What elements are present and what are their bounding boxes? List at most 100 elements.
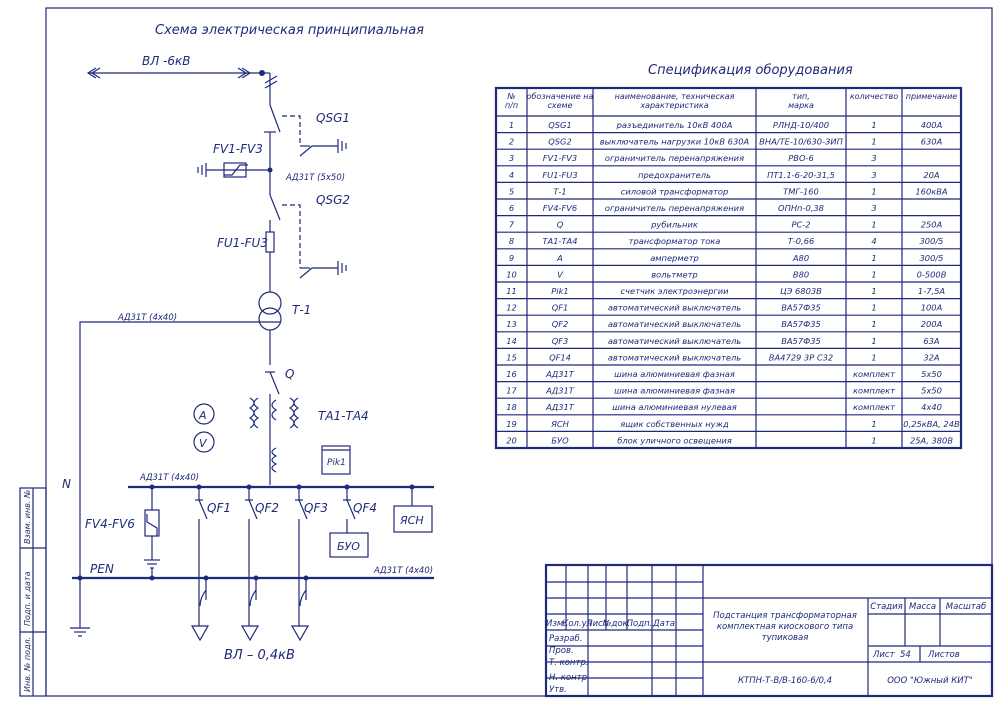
spec-cell: автоматический выключатель <box>608 336 741 346</box>
spec-cell: ВНА/ТЕ-10/630-ЗИП <box>759 137 843 147</box>
stamp-col-label: Дата <box>652 619 675 629</box>
spec-cell: 2 <box>509 137 514 147</box>
spec-cell: 1 <box>871 336 876 346</box>
spec-cell: 3 <box>871 170 876 180</box>
title-block: Изм.Кол.учЛист№док.Подп.ДатаРазраб.Пров.… <box>544 563 994 698</box>
cable-top-label: АД31Т (5х50) <box>285 173 345 183</box>
spec-cell: вольтметр <box>651 269 697 279</box>
spec-cell: 3 <box>871 203 876 213</box>
spec-cell: 1-7,5А <box>918 286 945 296</box>
spec-cell: Т-1 <box>553 186 566 196</box>
n-label: N <box>62 477 71 491</box>
spec-cell: 10 <box>506 269 517 279</box>
spec-title: Спецификация оборудования <box>648 63 853 78</box>
stamp-stage-label: Масса <box>909 602 936 612</box>
stamp-role: Т. контр. <box>549 658 589 668</box>
pen-label: PEN <box>90 562 114 576</box>
t1-label: Т-1 <box>292 303 311 317</box>
stamp-col-label: Кол.уч <box>562 619 591 629</box>
spec-cell: ЦЭ 6803В <box>780 286 822 296</box>
spec-cell: ЯСН <box>550 419 570 429</box>
spec-cell: 0-500В <box>917 269 947 279</box>
line-out-label: ВЛ – 0,4кВ <box>224 648 295 663</box>
spec-header: примечание <box>906 92 958 101</box>
qsg1-label: QSG1 <box>316 111 350 125</box>
spec-cell: счетчик электроэнергии <box>621 286 730 296</box>
spec-cell: 1 <box>871 253 876 263</box>
spec-cell: 5х50 <box>921 369 942 379</box>
qf4-breaker: QF4 БУО <box>329 487 377 558</box>
spec-header: п/п <box>505 101 518 110</box>
spec-cell: рубильник <box>650 220 698 230</box>
spec-cell: 250А <box>921 220 943 230</box>
pik-label: Pik1 <box>327 458 346 468</box>
spec-header: количество <box>850 92 898 101</box>
stamp-stage-label: Стадия <box>870 602 903 612</box>
spec-cell: 1 <box>509 120 514 130</box>
spec-cell: 9 <box>509 253 514 263</box>
pen-cable-label: АД31Т (4х40) <box>373 566 433 576</box>
spec-cell: 0,25кВА, 24В <box>903 419 960 429</box>
spec-cell: 3 <box>509 153 514 163</box>
energy-meter <box>321 445 351 475</box>
spec-cell: Pik1 <box>551 286 568 296</box>
spec-cell: комплект <box>853 369 896 379</box>
spec-cell: комплект <box>853 402 896 412</box>
spec-cell: 1 <box>871 286 876 296</box>
spec-cell: ящик собственных нужд <box>620 419 729 429</box>
spec-cell: 4х40 <box>921 402 942 412</box>
spec-cell: 300/5 <box>920 236 944 246</box>
stamp-role: Разраб. <box>549 634 582 644</box>
spec-cell: шина алюминиевая фазная <box>614 386 735 396</box>
qf1-breaker: QF1 <box>195 487 231 600</box>
spec-cell: ТМГ-160 <box>783 186 819 196</box>
spec-cell: 5х50 <box>921 386 942 396</box>
qf3-label: QF3 <box>304 501 328 515</box>
spec-cell: 12 <box>506 303 517 313</box>
qsg2-label: QSG2 <box>316 193 350 207</box>
spec-cell: автоматический выключатель <box>608 352 741 362</box>
spec-cell: БУО <box>551 435 569 445</box>
spec-cell: АД31Т <box>545 386 575 396</box>
fv46-branch: FV4-FV6 <box>85 487 160 569</box>
incoming-line: ВЛ -6кВ <box>86 54 265 79</box>
yasn-branch: ЯСН <box>393 487 433 533</box>
spec-cell: 1 <box>871 319 876 329</box>
side-label-replace: Взам. инв. № <box>23 490 32 544</box>
spec-cell: FV1-FV3 <box>543 153 577 163</box>
spec-cell: АД31Т <box>545 402 575 412</box>
spec-cell: ТА1-ТА4 <box>542 236 577 246</box>
spec-header: № <box>506 92 515 101</box>
spec-header: характеристика <box>639 101 708 110</box>
stamp-description: Подстанция трансформаторная <box>713 611 857 621</box>
side-label-inv: Инв. № подл. <box>23 637 32 692</box>
spec-cell: 20А <box>923 170 940 180</box>
qf1-label: QF1 <box>207 501 231 515</box>
spec-cell: 20 <box>506 435 517 445</box>
spec-cell: силовой трансформатор <box>621 186 728 196</box>
pen-bus: PEN АД31Т (4х40) <box>70 562 434 637</box>
scheme-title: Схема электрическая принципиальная <box>155 23 424 38</box>
spec-cell: 300/5 <box>920 253 944 263</box>
incoming-line-label: ВЛ -6кВ <box>142 54 191 68</box>
spec-cell: 1 <box>871 435 876 445</box>
spec-cell: 1 <box>871 220 876 230</box>
spec-cell: 5 <box>509 186 514 196</box>
spec-cell: 1 <box>871 303 876 313</box>
fv13-label: FV1-FV3 <box>213 142 263 156</box>
stamp-col-label: Изм. <box>546 619 566 629</box>
spec-cell: 25А, 380В <box>910 435 953 445</box>
qf4-label: QF4 <box>353 501 377 515</box>
spec-cell: 4 <box>509 170 514 180</box>
stamp-sheets: Листов <box>927 650 960 660</box>
spec-cell: 15 <box>506 352 517 362</box>
spec-cell: РЛНД-10/400 <box>773 120 829 130</box>
spec-cell: V <box>557 269 564 279</box>
stamp-stage-label: Масштаб <box>946 602 986 612</box>
spec-cell: ОПНп-0,38 <box>778 203 824 213</box>
spec-cell: 100А <box>921 303 943 313</box>
spec-cell: разъединитель 10кВ 400А <box>616 120 733 130</box>
main-feed: QSG1 FV1-FV3 АД31Т (5х50) QSG2 FU1-FU3 Т… <box>79 72 369 578</box>
voltmeter-label: V <box>199 437 208 450</box>
